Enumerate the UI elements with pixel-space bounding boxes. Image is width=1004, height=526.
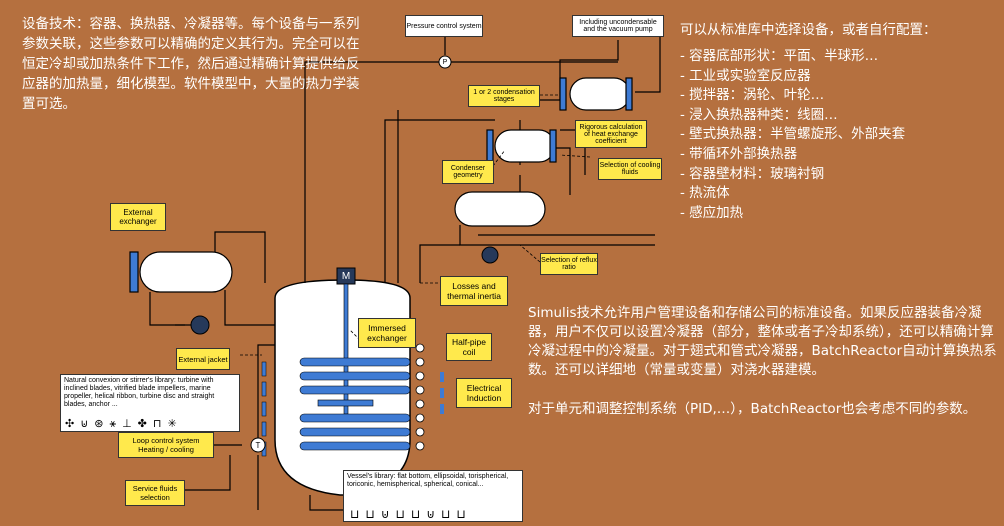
simulis-paragraph: Simulis技术允许用户管理设备和存储公司的标准设备。如果反应器装备冷凝器，用… [528,305,997,378]
condenser-upper [559,77,633,111]
stirrer-library: Natural convexion or stirrer's library: … [60,374,240,432]
option-item: 感应加热 [680,203,1000,223]
label-immersed: Immersed exchanger [358,318,416,348]
electrical-induction-bars [440,372,444,414]
description-left: 设备技术：容器、换热器、冷凝器等。每个设备与一系列参数关联，这些参数可以精确的定… [22,16,360,112]
option-item: 壁式换热器：半管螺旋形、外部夹套 [680,124,1000,144]
reflux-drum [454,191,546,227]
pump-external-loop [190,315,210,335]
stirrer-icons: ✣⊍⊛⚹⊥✤⊓✳ [65,418,183,430]
option-item: 工业或实验室反应器 [680,66,1000,86]
equipment-options: 可以从标准库中选择设备，或者自行配置： 容器底部形状：平面、半球形… 工业或实验… [680,20,1000,222]
pump-reflux [481,246,499,264]
label-rigorous-calc: Rigorous calculation of heat exchange co… [575,120,647,148]
label-condensation-stages: 1 or 2 condensation stages [468,85,540,107]
vessel-icons: ⊔⊔⊍⊔⊔⊍⊔⊔ [350,507,472,521]
label-halfpipe: Half-pipe coil [446,333,492,361]
label-condenser-geometry: Condenser geometry [442,160,494,184]
label-pressure-control: Pressure control system [405,15,483,37]
label-reflux-ratio: Selection of reflux ratio [540,253,598,275]
label-incondensable: Including uncondensable and the vacuum p… [572,15,664,37]
half-pipe-coil [415,343,425,451]
pressure-sensor [438,55,452,69]
vessel-library-text: Vessel's library: flat bottom, ellipsoid… [347,473,509,488]
temperature-symbol: T [255,440,261,450]
label-cooling-fluids: Selection of cooling fluids [598,158,662,180]
temperature-sensor [250,437,266,453]
label-loop-control: Loop control system Heating / cooling [118,432,214,458]
motor-symbol: M [341,270,351,282]
condenser-middle [486,129,557,163]
control-paragraph: 对于单元和调整控制系统（PID,…），BatchReactor也会考虑不同的参数… [528,401,977,417]
immersed-coil [299,357,411,451]
external-exchanger-unit [129,251,233,293]
option-item: 容器壁材料：玻璃衬钢 [680,164,1000,184]
option-item: 热流体 [680,183,1000,203]
equipment-options-title: 可以从标准库中选择设备，或者自行配置： [680,22,937,38]
option-item: 带循环外部换热器 [680,144,1000,164]
option-item: 容器底部形状：平面、半球形… [680,46,1000,66]
label-external-jacket: External jacket [176,348,230,370]
label-losses: Losses and thermal inertia [440,276,508,306]
label-external-exchanger: External exchanger [110,203,166,231]
pressure-symbol: P [442,58,448,66]
label-electrical: Electrical Induction [456,378,512,408]
option-item: 搅拌器：涡轮、叶轮… [680,85,1000,105]
stirrer-library-text: Natural convexion or stirrer's library: … [64,377,215,408]
option-item: 浸入换热器种类：线圈… [680,105,1000,125]
label-service-fluids: Service fluids selection [125,480,185,506]
vessel-library: Vessel's library: flat bottom, ellipsoid… [343,470,523,522]
